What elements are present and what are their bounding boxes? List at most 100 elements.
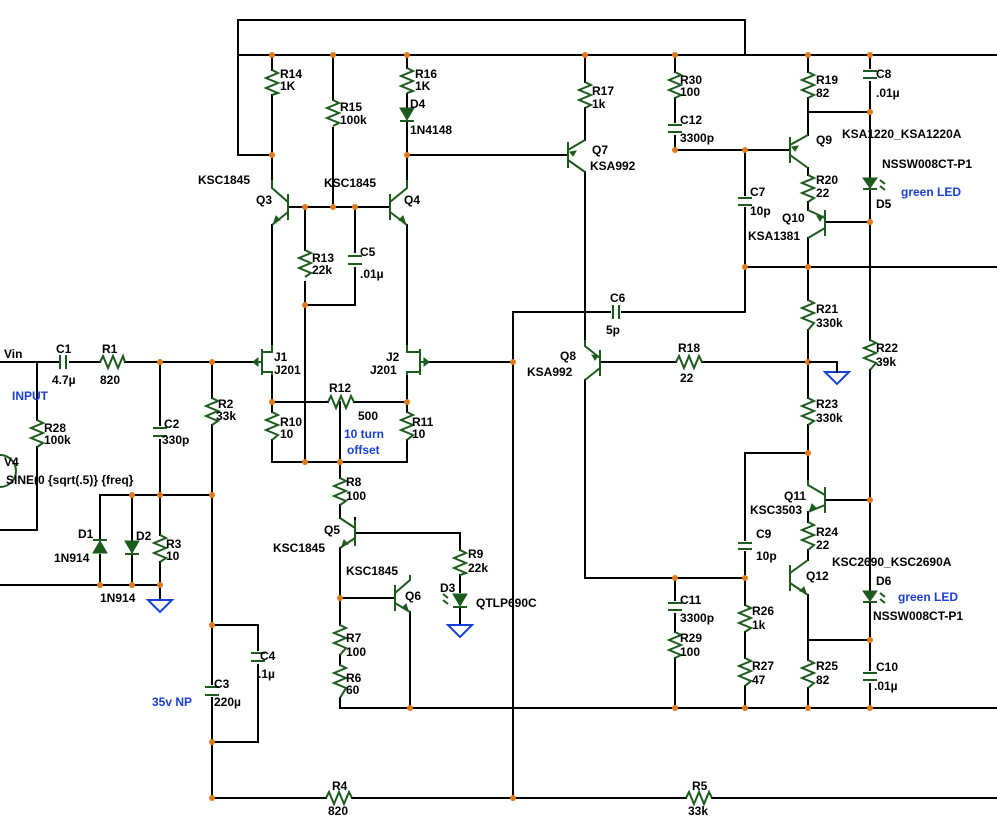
transistor-Q5 — [339, 517, 356, 549]
resistor-R14 — [263, 69, 281, 96]
ref-R14: R14 — [280, 67, 302, 81]
ref-Q6: Q6 — [405, 589, 421, 603]
ref-C1: C1 — [56, 342, 72, 356]
capacitor-C4 — [251, 652, 265, 662]
ref-C12: C12 — [680, 113, 702, 127]
ref-Q10: Q10 — [782, 211, 805, 225]
note-R12-line2: offset — [347, 443, 380, 457]
ref-D6: D6 — [876, 574, 892, 588]
ref-R19: R19 — [816, 73, 838, 87]
ref-R15: R15 — [340, 100, 362, 114]
ref-R24: R24 — [816, 525, 838, 539]
transistor-Q7 — [567, 139, 586, 173]
ref-R3: R3 — [166, 537, 182, 551]
resistor-R3 — [151, 534, 169, 563]
val-R27: 47 — [752, 673, 766, 687]
val-J1: J201 — [274, 363, 301, 377]
ref-C10: C10 — [876, 660, 898, 674]
resistor-R23 — [799, 397, 817, 426]
signal-source-V4 — [0, 454, 17, 488]
resistor-R5 — [685, 789, 713, 807]
ref-R20: R20 — [816, 173, 838, 187]
capacitor-C3 — [205, 686, 219, 696]
ref-R10: R10 — [280, 415, 302, 429]
resistor-R2 — [203, 397, 221, 426]
resistor-R20 — [799, 174, 817, 203]
val-Q11: KSC3503 — [750, 503, 802, 517]
val-R16: 1K — [415, 79, 431, 93]
val-R25: 82 — [816, 673, 830, 687]
val-R14: 1K — [280, 79, 296, 93]
val-Q4: KSC1845 — [324, 176, 376, 190]
ref-D4: D4 — [410, 97, 426, 111]
wires — [0, 19, 997, 799]
transistor-Q10 — [807, 209, 826, 239]
ref-C4: C4 — [260, 649, 276, 663]
note-R12-line1: 10 turn — [344, 427, 384, 441]
transistor-symbols — [252, 134, 826, 613]
val-C4: .1µ — [258, 667, 275, 681]
val-C5: .01µ — [360, 267, 384, 281]
resistor-R8 — [331, 477, 349, 506]
capacitor-symbols — [59, 70, 877, 696]
capacitor-C6 — [612, 305, 620, 319]
transistor-Q3 — [271, 180, 289, 226]
resistor-R21 — [799, 299, 817, 331]
val-R15: 100k — [340, 113, 367, 127]
val-Q9: KSA1220_KSA1220A — [842, 127, 962, 141]
val-Q12: KSC2690_KSC2690A — [832, 555, 952, 569]
resistor-R4 — [325, 789, 353, 807]
diode-D1 — [92, 539, 108, 554]
ref-R25: R25 — [816, 659, 838, 673]
ref-D2: D2 — [136, 529, 152, 543]
val-R5: 33k — [688, 804, 708, 818]
labels: Vin INPUT C1 4.7µ R1 820 R28 100k V4 SIN… — [4, 67, 972, 818]
ref-R5: R5 — [692, 779, 708, 793]
ground-symbol — [445, 624, 475, 639]
ref-V4: V4 — [4, 455, 19, 469]
val-C11: 3300p — [680, 611, 714, 625]
ref-R28: R28 — [44, 421, 66, 435]
val-D2: 1N914 — [100, 591, 136, 605]
capacitor-C9 — [738, 542, 752, 550]
diode-D4 — [399, 107, 415, 122]
capacitor-C2 — [153, 427, 167, 437]
val-Q7: KSA992 — [590, 159, 636, 173]
val-R2: 33k — [216, 409, 236, 423]
ref-R12: R12 — [329, 381, 351, 395]
resistor-R26 — [736, 604, 754, 633]
ref-R30: R30 — [680, 73, 702, 87]
val-R3: 10 — [166, 549, 180, 563]
ref-R22: R22 — [876, 341, 898, 355]
ref-C5: C5 — [360, 245, 376, 259]
ref-D3: D3 — [440, 581, 456, 595]
ref-J1: J1 — [274, 350, 288, 364]
ref-C6: C6 — [610, 291, 626, 305]
resistor-R7 — [331, 624, 349, 656]
capacitor-C1 — [59, 355, 67, 369]
capacitor-C12 — [668, 124, 682, 133]
ground-symbol — [145, 599, 175, 614]
net-label-vin: Vin — [4, 347, 22, 361]
val-Q8: KSA992 — [527, 365, 573, 379]
jfet-J2 — [406, 345, 430, 375]
resistor-R17 — [576, 81, 594, 109]
ref-C3: C3 — [214, 677, 230, 691]
val-R19: 82 — [816, 86, 830, 100]
ref-R29: R29 — [680, 631, 702, 645]
ref-Q8: Q8 — [560, 349, 576, 363]
ref-R2: R2 — [218, 397, 234, 411]
transistor-Q8 — [584, 340, 601, 381]
ref-D1: D1 — [78, 527, 94, 541]
val-C9: 10p — [756, 549, 777, 563]
note-D6: green LED — [898, 590, 958, 604]
ref-R18: R18 — [678, 341, 700, 355]
val-R17: 1k — [592, 97, 606, 111]
capacitor-C5 — [348, 255, 362, 265]
ref-Q11: Q11 — [784, 489, 806, 503]
capacitor-C10 — [863, 672, 877, 681]
val-D4: 1N4148 — [410, 123, 452, 137]
val-R29: 100 — [680, 645, 700, 659]
val-C1: 4.7µ — [52, 373, 76, 387]
ref-R21: R21 — [816, 302, 838, 316]
